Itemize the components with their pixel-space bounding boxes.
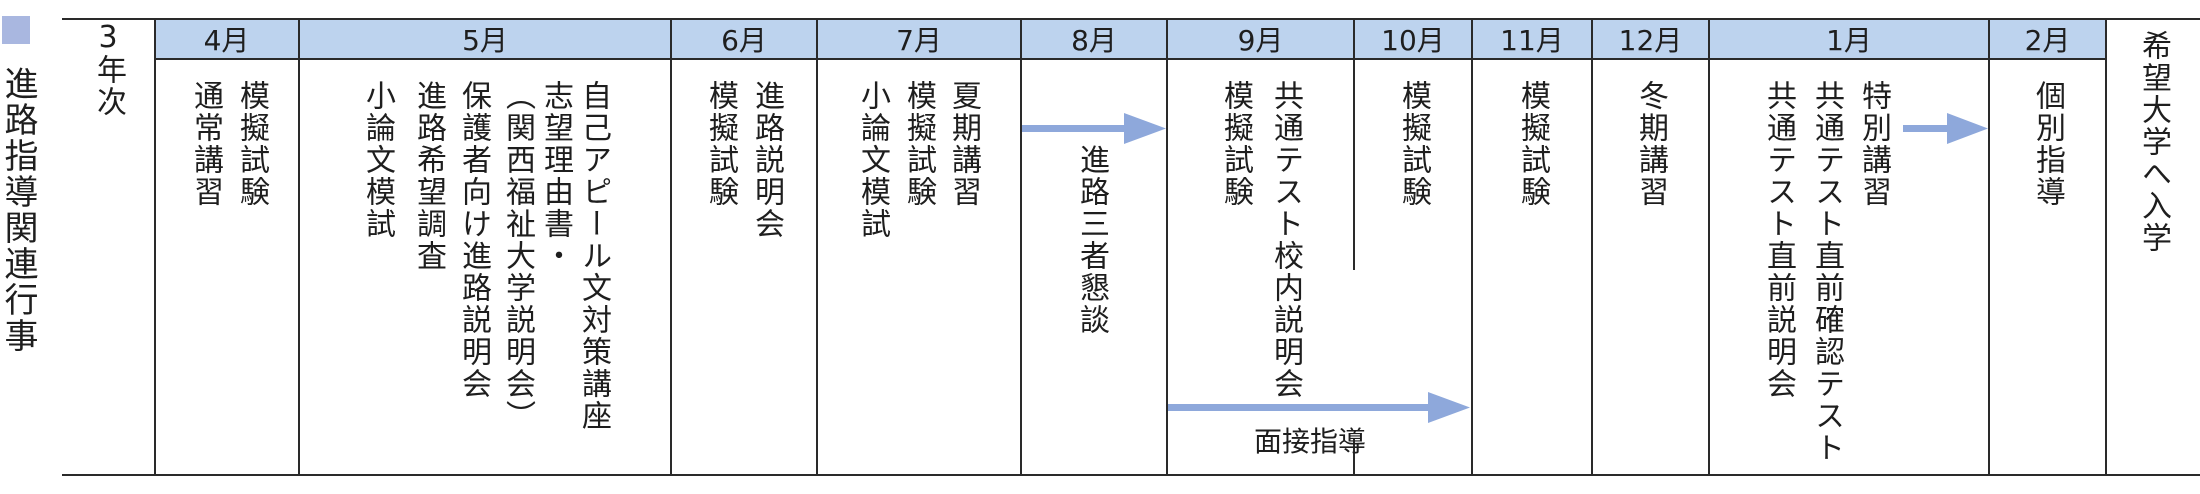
month-aug: 8月 <box>1071 23 1117 57</box>
top-rule <box>62 18 2200 20</box>
right-arrow-icon <box>1903 113 1988 144</box>
month-sep: 9月 <box>1237 23 1284 57</box>
event-text: （関西福祉大学説明会） <box>500 80 535 432</box>
event-text: 模擬試験 <box>703 80 738 208</box>
year-cell: 3 年次 <box>62 20 154 119</box>
event-text: 希望大学へ入学 <box>2136 30 2171 254</box>
event-text: 保護者向け進路説明会 <box>456 80 491 400</box>
month-nov: 11月 <box>1500 23 1564 57</box>
event-text: 個別指導 <box>2030 80 2065 208</box>
year-label: 年次 <box>91 54 126 118</box>
month-dec: 12月 <box>1618 23 1683 57</box>
month-header-band <box>155 19 2105 58</box>
section-marker <box>2 16 30 44</box>
event-text: 夏期講習 <box>946 80 981 208</box>
column-divider <box>670 18 672 476</box>
month-feb: 2月 <box>2024 23 2071 57</box>
right-arrow-icon <box>1022 113 1166 144</box>
column-divider <box>1988 18 1990 476</box>
event-text: 進路希望調査 <box>411 80 446 272</box>
header-rule <box>155 58 2105 60</box>
month-jun: 6月 <box>721 23 767 57</box>
column-divider <box>2105 18 2107 476</box>
event-text: 特別講習 <box>1856 80 1891 208</box>
interview-label: 面接指導 <box>1254 425 1367 458</box>
month-may: 5月 <box>462 23 508 57</box>
event-text: 模擬試験 <box>1218 80 1253 208</box>
month-jul: 7月 <box>896 23 942 57</box>
column-divider <box>154 18 156 476</box>
event-text: 模擬試験 <box>1396 80 1431 208</box>
column-divider <box>816 18 818 476</box>
column-divider <box>1353 18 1355 270</box>
month-apr: 4月 <box>203 23 250 57</box>
event-text: 模擬試験 <box>901 80 936 208</box>
event-text: 模擬試験 <box>1515 80 1550 208</box>
right-arrow-icon <box>1168 392 1470 423</box>
event-text: 共通テスト直前説明会 <box>1761 80 1796 400</box>
month-oct: 10月 <box>1381 23 1445 57</box>
event-text: 共通テスト直前確認テスト <box>1809 80 1844 464</box>
event-text: 進路説明会 <box>749 80 784 240</box>
bottom-rule <box>62 474 2200 476</box>
event-text: 共通テスト校内説明会 <box>1268 80 1303 400</box>
year-number: 3 <box>98 20 118 55</box>
column-divider <box>1020 18 1022 476</box>
column-divider <box>1166 18 1168 476</box>
column-divider <box>1353 438 1355 476</box>
column-divider <box>1471 18 1473 476</box>
month-jan: 1月 <box>1826 23 1872 57</box>
column-divider <box>1708 18 1710 476</box>
event-text: 志望理由書・ <box>538 80 573 272</box>
event-text: 通常講習 <box>188 80 223 208</box>
column-divider <box>1591 18 1593 476</box>
event-text: 自己アピール文対策講座 <box>576 80 611 432</box>
section-title: 進路指導関連行事 <box>0 66 38 354</box>
event-text: 小論文模試 <box>855 80 890 240</box>
event-text: 小論文模試 <box>360 80 395 240</box>
event-text: 模擬試験 <box>234 80 269 208</box>
column-divider <box>298 18 300 476</box>
event-text: 進路三者懇談 <box>1074 144 1109 336</box>
event-text: 冬期講習 <box>1633 80 1668 208</box>
